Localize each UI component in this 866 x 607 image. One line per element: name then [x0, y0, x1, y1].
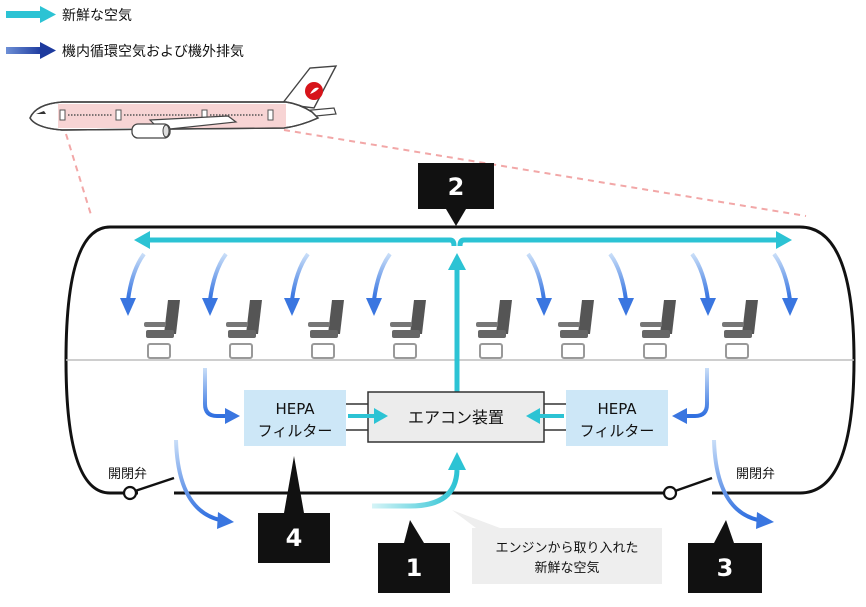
- exhaust-right-arrowhead-icon: [756, 512, 774, 529]
- step-badge-3: 3: [688, 520, 762, 593]
- valve-right-label: 開閉弁: [736, 467, 775, 482]
- valve-left-label: 開閉弁: [108, 467, 147, 482]
- cabin-recirc-arrows: [120, 252, 798, 316]
- legend-recirc-air-label: 機内循環空気および機外排気: [62, 44, 244, 60]
- connector-lines: [346, 403, 566, 431]
- legend: 新鮮な空気 機内循環空気および機外排気: [6, 6, 244, 60]
- airplane-illustration: [29, 65, 807, 219]
- svg-text:3: 3: [717, 554, 734, 582]
- seat-icon: [226, 300, 262, 359]
- valve-left: 開閉弁: [108, 467, 175, 501]
- recirc-right-arrowhead-icon: [672, 408, 687, 424]
- zoom-guide-left: [65, 133, 93, 219]
- engine-note-box: [472, 528, 662, 584]
- engine-air-up-arrowhead-icon: [448, 452, 466, 470]
- legend-recirculated-air: 機内循環空気および機外排気: [6, 42, 244, 60]
- right-filter-to-aircon-arrow-icon: [526, 408, 540, 424]
- hepa-right-line1: HEPA: [597, 400, 637, 418]
- recirc-down-arrow-icon: [202, 252, 228, 316]
- step-badge-4: 4: [258, 456, 330, 563]
- valve-right-hinge-icon: [662, 485, 678, 501]
- seat-icon: [144, 300, 180, 359]
- exhaust-left-arrowhead-icon: [217, 512, 234, 529]
- fresh-air-distribution: [134, 231, 792, 392]
- seat-icon: [640, 300, 676, 359]
- recirc-down-arrow-icon: [120, 252, 146, 316]
- engine-note-line1: エンジンから取り入れた: [495, 541, 638, 556]
- valve-left-hinge-icon: [122, 485, 138, 501]
- legend-fresh-air-label: 新鮮な空気: [62, 8, 132, 24]
- recirc-air-arrow-icon: [6, 47, 42, 54]
- engine-fresh-air: エンジンから取り入れた 新鮮な空気: [372, 452, 662, 584]
- recirc-to-filters: [203, 368, 709, 424]
- legend-fresh-air: 新鮮な空気: [6, 6, 132, 24]
- step-badge-2: 2: [418, 163, 494, 226]
- aircon-label: エアコン装置: [408, 408, 504, 427]
- exhaust-arrows: [174, 439, 774, 529]
- valve-left-flap: [134, 476, 175, 493]
- step-badge-1: 1: [378, 520, 450, 593]
- fresh-air-left-arrowhead-icon: [134, 231, 150, 249]
- seats: [144, 300, 758, 359]
- recirc-down-arrow-icon: [526, 252, 552, 316]
- fresh-air-arrowhead-icon: [40, 6, 56, 23]
- jal-crane-icon: [310, 87, 319, 94]
- note-pointer: [452, 510, 500, 528]
- hepa-left-line1: HEPA: [275, 400, 315, 418]
- seat-icon: [390, 300, 426, 359]
- seat-icon: [722, 300, 758, 359]
- recirc-down-arrow-icon: [772, 252, 798, 316]
- left-filter-to-aircon-arrow-icon: [374, 408, 388, 424]
- hepa-left-line2: フィルター: [258, 422, 333, 440]
- svg-text:4: 4: [286, 524, 303, 552]
- seat-icon: [476, 300, 512, 359]
- recirc-down-arrow-icon: [690, 252, 716, 316]
- svg-text:2: 2: [448, 173, 465, 201]
- air-treatment-units: HEPA フィルター HEPA フィルター エアコン装置: [244, 390, 668, 446]
- recirc-down-arrow-icon: [366, 252, 392, 316]
- hepa-filter-right: [566, 390, 668, 446]
- hepa-right-line2: フィルター: [580, 422, 655, 440]
- valve-right: 開閉弁: [662, 467, 775, 501]
- fresh-air-up-arrowhead-icon: [448, 253, 466, 270]
- cockpit-window-icon: [36, 111, 46, 114]
- fresh-air-right-arrowhead-icon: [776, 231, 792, 249]
- recirc-left-arrowhead-icon: [225, 408, 240, 424]
- engine-icon: [131, 123, 171, 139]
- zoom-guide-right: [283, 129, 807, 217]
- doors: [59, 109, 274, 121]
- recirc-air-arrowhead-icon: [40, 42, 56, 59]
- seat-icon: [558, 300, 594, 359]
- valve-right-flap: [674, 476, 713, 493]
- air-conditioning-unit: [367, 391, 545, 443]
- seat-icon: [308, 300, 344, 359]
- svg-text:1: 1: [406, 554, 423, 582]
- recirc-down-arrow-icon: [608, 252, 634, 316]
- recirc-down-arrow-icon: [284, 252, 310, 316]
- hepa-filter-left: [244, 390, 346, 446]
- step-badges: 2 4 1 3: [258, 163, 762, 593]
- fresh-air-arrow-icon: [6, 11, 42, 18]
- engine-note-line2: 新鮮な空気: [534, 560, 599, 576]
